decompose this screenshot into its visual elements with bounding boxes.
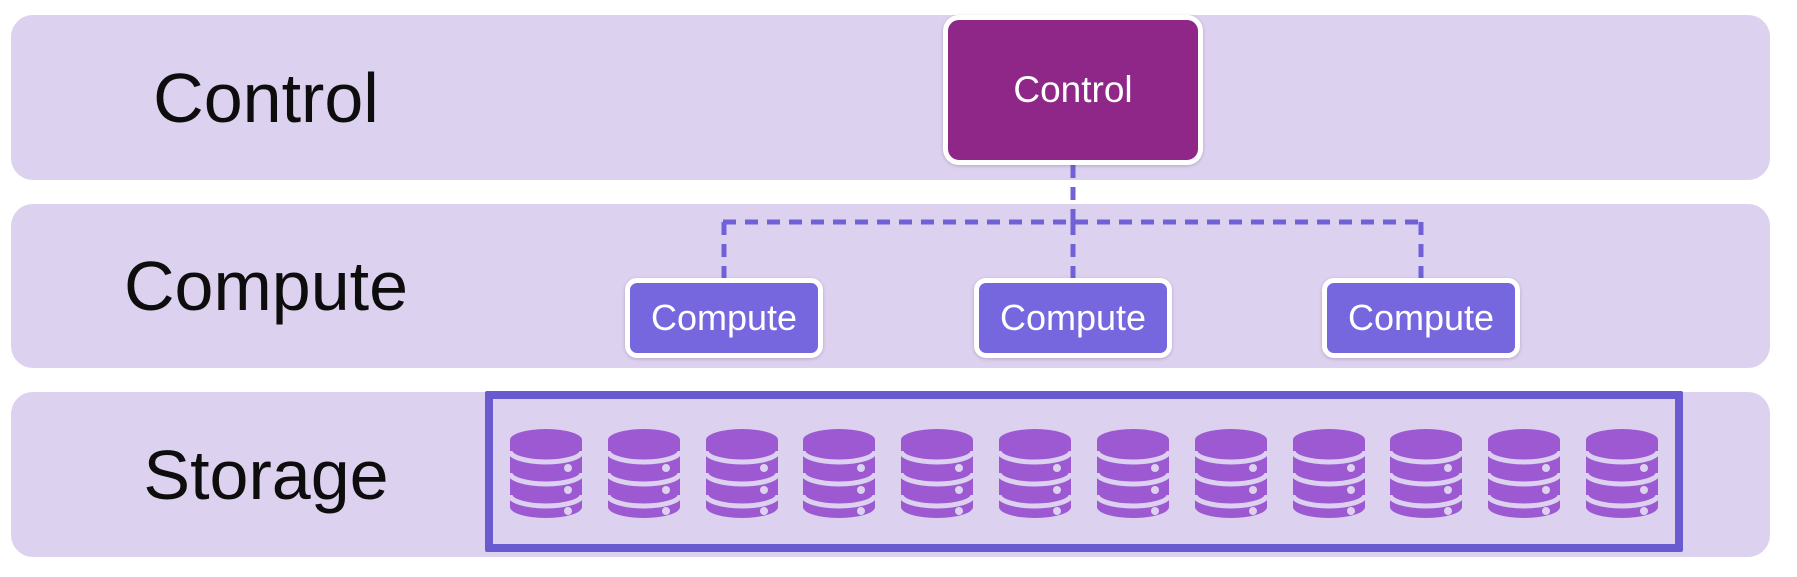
database-cylinder-icon: [998, 429, 1073, 518]
compute-node-3: Compute: [1322, 278, 1520, 358]
storage-cluster-outline: [485, 391, 1683, 552]
database-cylinder-icon: [1095, 429, 1170, 518]
database-cylinder-icon: [606, 429, 681, 518]
database-cylinder-icon: [802, 429, 877, 518]
database-cylinder-icon: [704, 429, 779, 518]
compute-layer-label: Compute: [123, 247, 409, 325]
database-cylinder-icon: [1584, 429, 1659, 518]
storage-layer-label: Storage: [143, 435, 389, 514]
database-cylinder-icon: [509, 429, 583, 518]
control-layer-band: [11, 15, 1770, 180]
control-node-label: Control: [1013, 69, 1133, 110]
compute-node-label: Compute: [650, 297, 798, 338]
control-layer-label: Control: [153, 58, 379, 137]
control-node: Control: [943, 15, 1203, 165]
disk-row: [509, 427, 1659, 519]
compute-node-1: Compute: [625, 278, 823, 358]
database-cylinder-icon: [1193, 429, 1268, 518]
database-cylinder-icon: [1291, 429, 1366, 518]
compute-node-label: Compute: [999, 297, 1147, 338]
database-cylinder-icon: [900, 429, 975, 518]
compute-node-2: Compute: [974, 278, 1172, 358]
database-cylinder-icon: [1389, 429, 1464, 518]
database-cylinder-icon: [1487, 429, 1562, 518]
compute-node-label: Compute: [1347, 297, 1495, 338]
storage-layer-band: [11, 392, 1770, 557]
